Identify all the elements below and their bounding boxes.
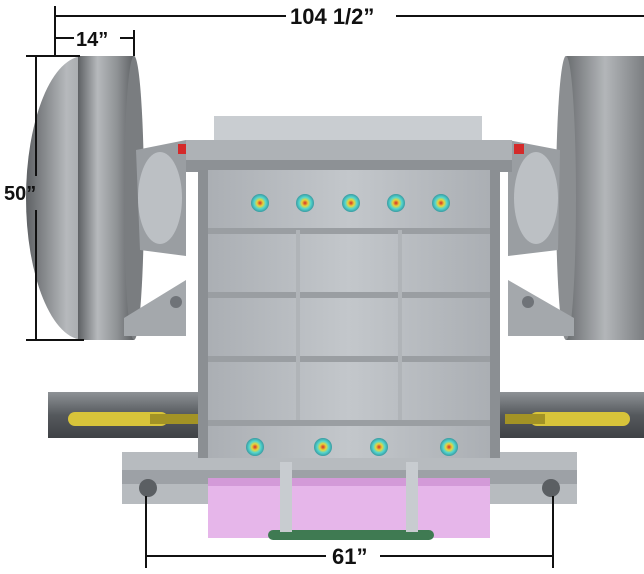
right-flywheel xyxy=(556,56,644,340)
wheel-height-label: 50” xyxy=(4,183,36,205)
pink-liner xyxy=(208,462,490,540)
base-width-label: 61” xyxy=(332,544,367,569)
mid-bracket xyxy=(124,280,574,336)
left-flywheel xyxy=(26,56,144,340)
upper-bolt-row xyxy=(251,194,450,212)
right-arm xyxy=(500,392,644,438)
lower-bolt-row xyxy=(246,438,458,456)
left-arm xyxy=(48,392,200,438)
crusher-body xyxy=(198,170,500,458)
right-bearing-housing xyxy=(508,140,560,256)
dimension-lines xyxy=(26,6,644,568)
top-frame xyxy=(186,116,512,172)
left-bearing-housing xyxy=(136,140,188,256)
wheel-width-label: 14” xyxy=(76,29,108,51)
overall-width-label: 104 1/2” xyxy=(290,4,374,29)
